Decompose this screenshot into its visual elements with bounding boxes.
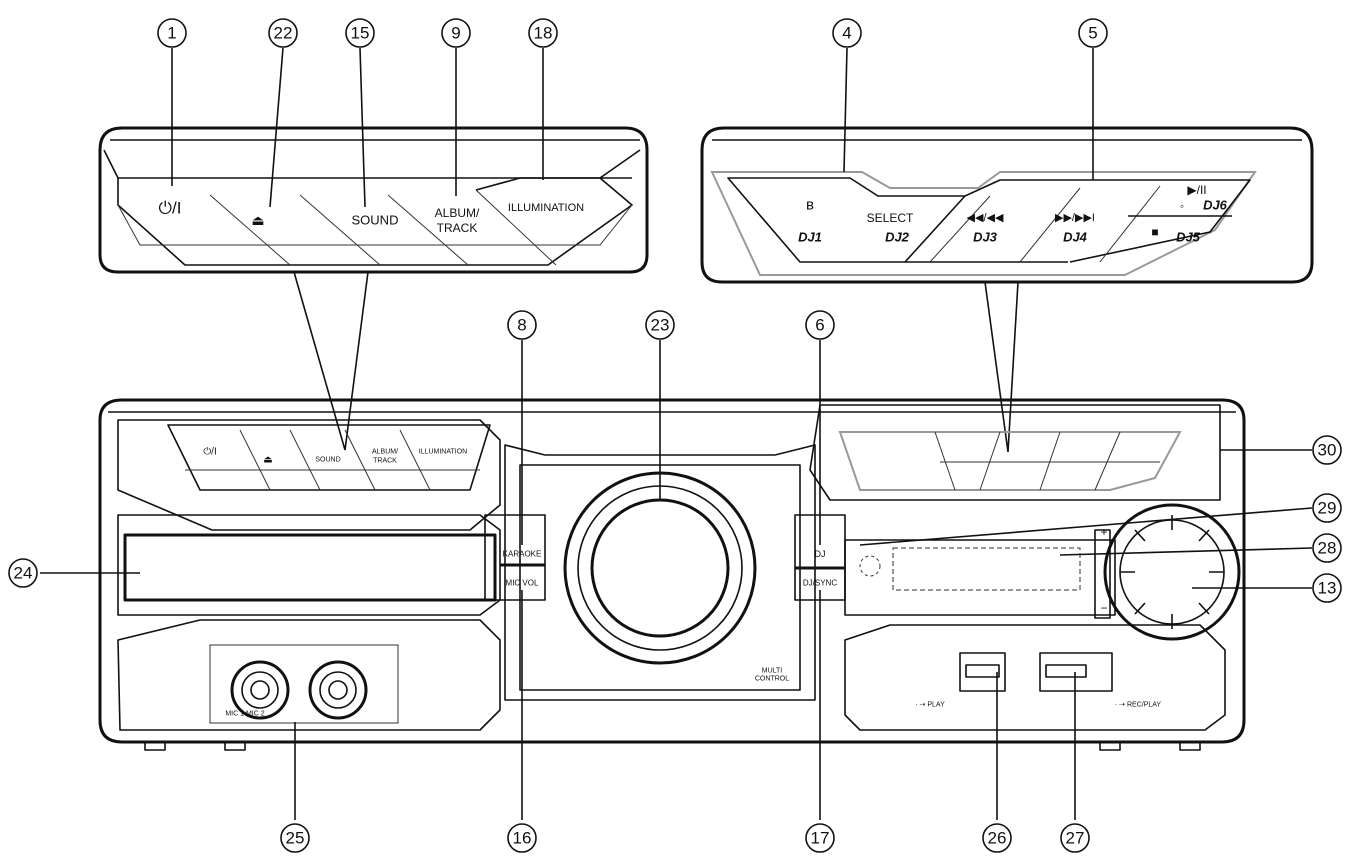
fast-forward-icon: ▶▶/▶▶I [1055, 212, 1095, 224]
callout-9: 9 [441, 18, 471, 48]
svg-text:18: 18 [534, 24, 553, 43]
front-sound-label: SOUND [315, 457, 340, 464]
callout-27: 27 [1060, 823, 1090, 853]
dj4-label: DJ4 [1063, 230, 1088, 245]
svg-text:9: 9 [451, 24, 460, 43]
callout-16: 16 [507, 823, 537, 853]
callout-5: 5 [1078, 18, 1108, 48]
callout-23: 23 [645, 310, 675, 340]
svg-text:6: 6 [815, 316, 824, 335]
karaoke-label: KARAOKE [503, 550, 542, 559]
control-label: CONTROL [755, 676, 789, 683]
eject-icon: ⏏ [251, 212, 264, 228]
svg-text:16: 16 [513, 829, 532, 848]
dj2-label: DJ2 [885, 230, 910, 245]
callout-1: 1 [157, 18, 187, 48]
dj3-label: DJ3 [973, 230, 998, 245]
callout-17: 17 [805, 823, 835, 853]
svg-text:30: 30 [1318, 441, 1337, 460]
svg-text:28: 28 [1318, 539, 1337, 558]
dj6-label: DJ6 [1203, 198, 1228, 213]
svg-text:23: 23 [651, 316, 670, 335]
front-eject-icon: ⏏ [263, 455, 272, 466]
svg-text:4: 4 [842, 24, 851, 43]
mic-jacks [209, 644, 399, 724]
play-pause-icon: ▶/II [1187, 183, 1206, 197]
bluetooth-icon: ʙ [806, 197, 814, 214]
album-label: ALBUM/ [435, 206, 480, 220]
callout-24: 24 [8, 558, 38, 588]
dj-label: DJ [815, 549, 826, 559]
rewind-icon: ◀◀/◀◀ [967, 212, 1004, 224]
usb-rec-play-label: · ⇢ REC/PLAY [1115, 702, 1162, 709]
svg-text:5: 5 [1088, 24, 1097, 43]
select-label: SELECT [867, 211, 914, 225]
main-unit-body [98, 398, 1246, 751]
track-label: TRACK [437, 221, 478, 235]
svg-text:1: 1 [167, 24, 176, 43]
sound-label: SOUND [352, 213, 399, 228]
multi-control-dial[interactable] [563, 471, 757, 665]
svg-text:8: 8 [517, 316, 526, 335]
callout-25: 25 [280, 823, 310, 853]
power-icon: ⏻/I [159, 199, 182, 218]
callout-30: 30 [1312, 435, 1342, 465]
svg-text:17: 17 [811, 829, 830, 848]
dj1-label: DJ1 [798, 230, 822, 245]
callout-6: 6 [805, 310, 835, 340]
stop-icon: ■ [1151, 225, 1158, 239]
dj-sync-label: DJ/SYNC [803, 579, 837, 588]
callout-26: 26 [982, 823, 1012, 853]
plus-label: + [1100, 525, 1107, 539]
svg-text:15: 15 [351, 24, 370, 43]
mic-jack-label: MIC 1 MIC 2 [225, 711, 264, 718]
illumination-label: ILLUMINATION [508, 202, 584, 214]
svg-text:25: 25 [286, 829, 305, 848]
callout-4: 4 [832, 18, 862, 48]
svg-text:27: 27 [1066, 829, 1085, 848]
svg-text:13: 13 [1318, 579, 1337, 598]
svg-text:29: 29 [1318, 499, 1337, 518]
front-power-icon: ⏻/I [203, 447, 216, 458]
mic-vol-label: MIC VOL [506, 579, 539, 588]
multi-label: MULTI [762, 668, 783, 675]
front-album-label: ALBUM/ [372, 449, 398, 456]
front-illumination-label: ILLUMINATION [419, 449, 468, 456]
callout-18: 18 [528, 18, 558, 48]
svg-text:24: 24 [14, 564, 33, 583]
usb-play-label: · ⇢ PLAY [915, 702, 945, 709]
callout-22: 22 [268, 18, 298, 48]
dj5-label: DJ5 [1176, 230, 1201, 245]
callout-15: 15 [345, 18, 375, 48]
minus-label: − [1100, 601, 1107, 615]
callout-28: 28 [1312, 533, 1342, 563]
dot-icon: ◦ [1180, 199, 1184, 213]
svg-text:26: 26 [988, 829, 1007, 848]
callout-8: 8 [507, 310, 537, 340]
leader-lines [40, 47, 1313, 820]
front-track-label: TRACK [373, 458, 397, 465]
enlarged-left-control-panel [98, 126, 649, 451]
enlarged-right-control-panel [700, 126, 1314, 453]
callout-29: 29 [1312, 493, 1342, 523]
svg-text:22: 22 [274, 24, 293, 43]
volume-knob[interactable] [1120, 515, 1224, 629]
callout-13: 13 [1312, 573, 1342, 603]
